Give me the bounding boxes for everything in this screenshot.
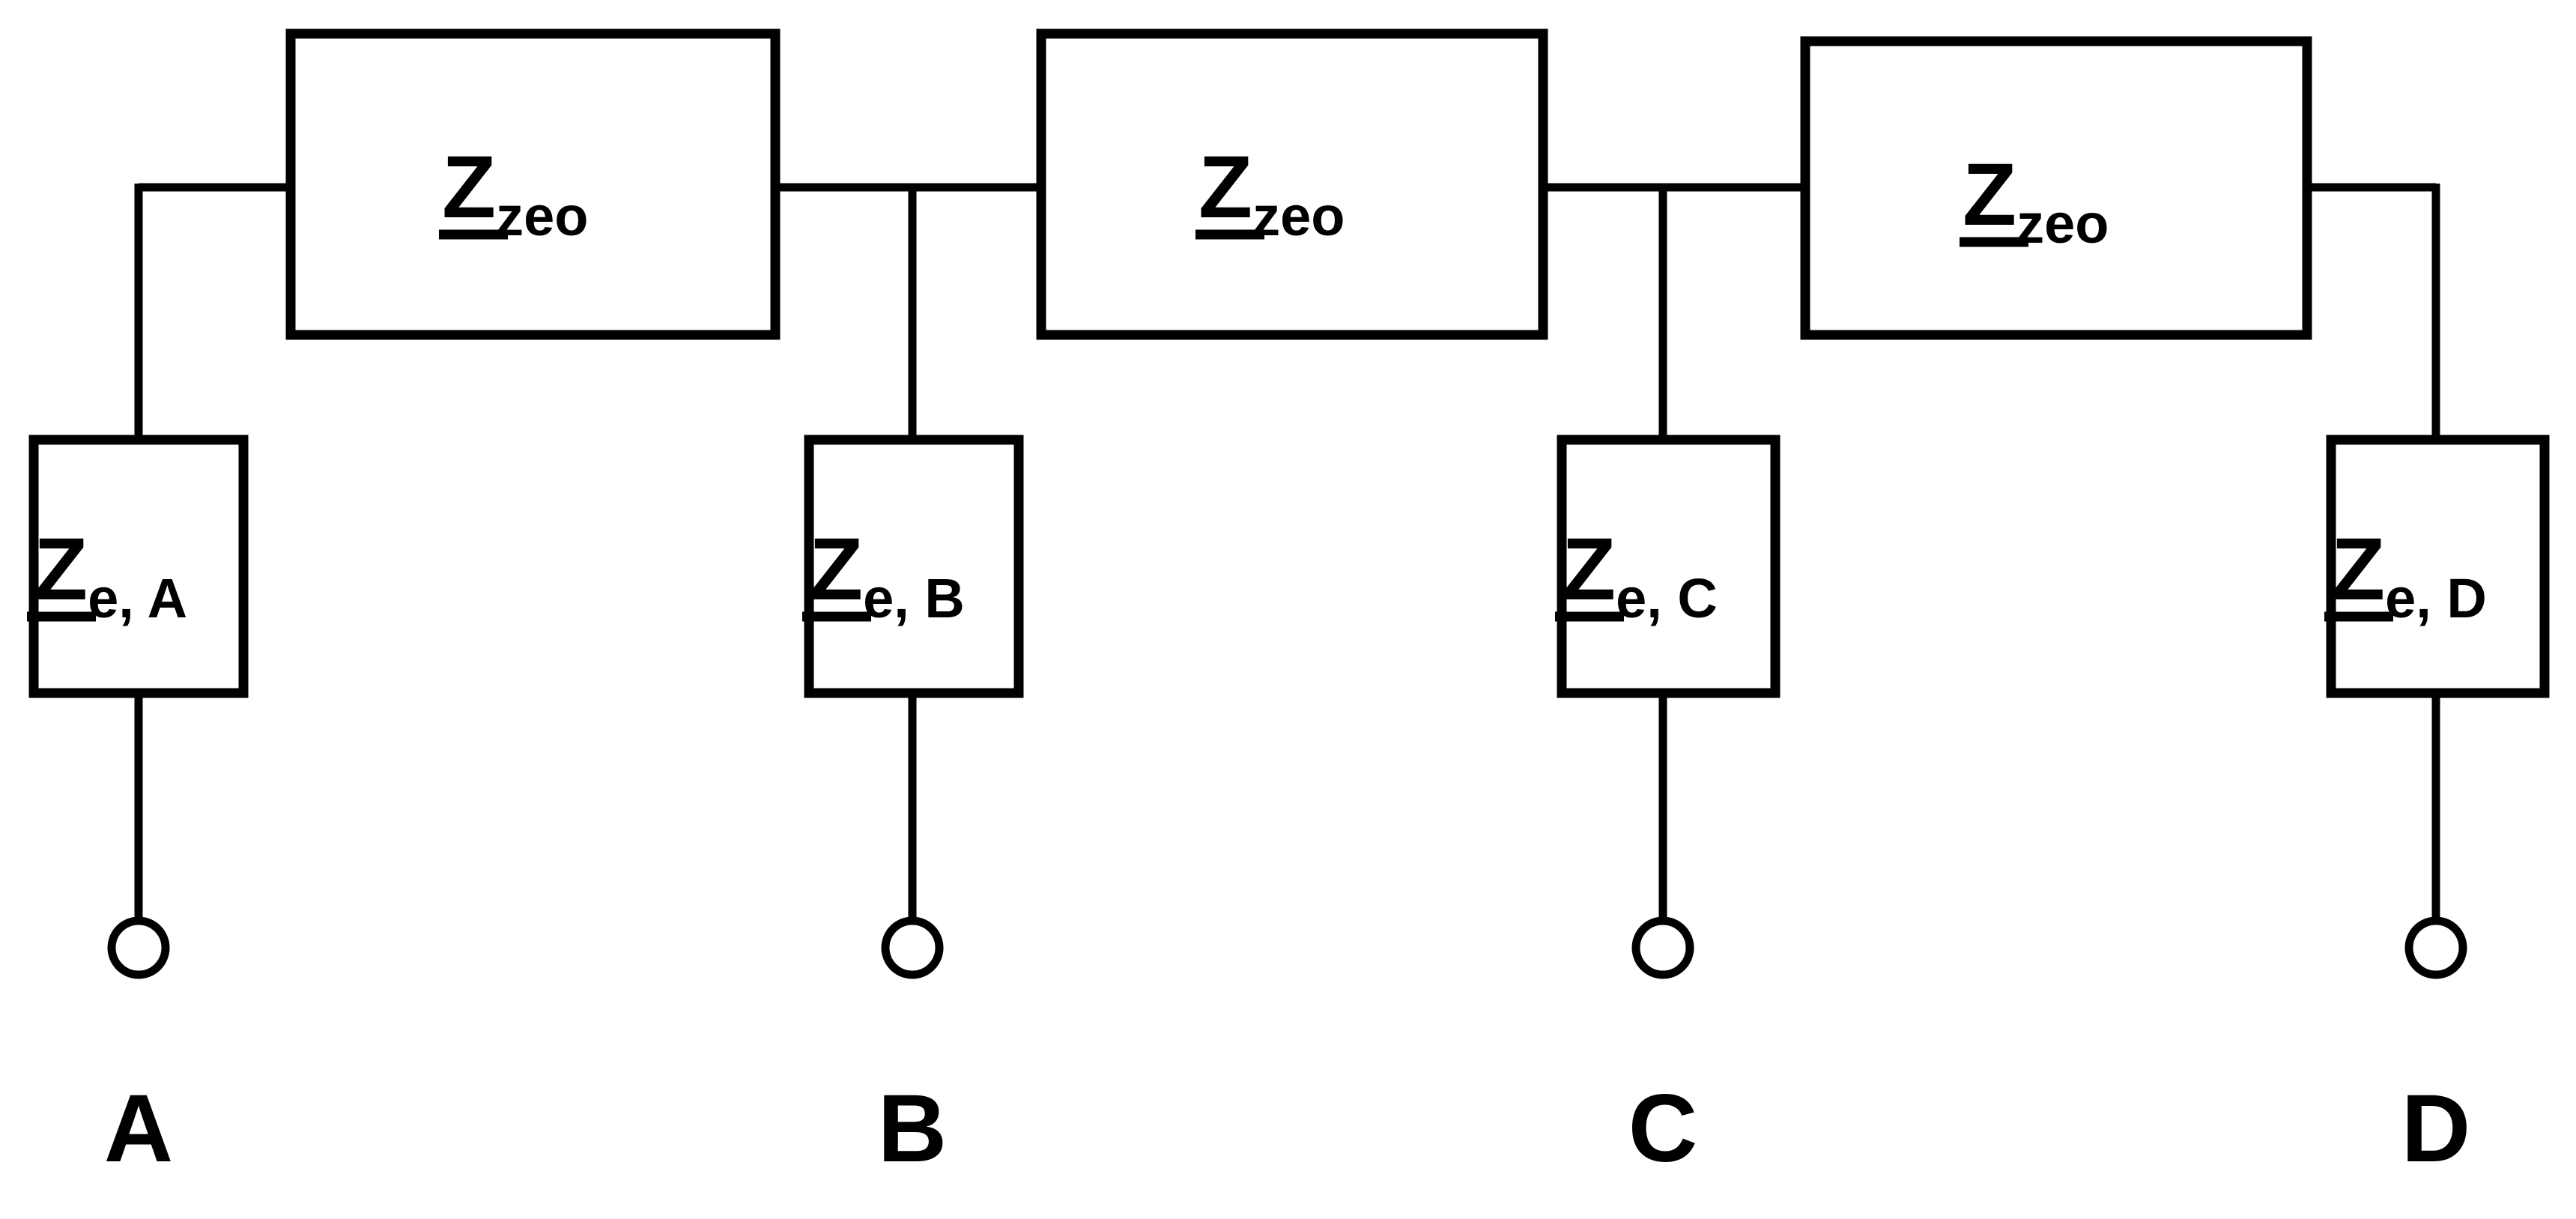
shunt-symbol: Z (809, 520, 863, 619)
shunt-symbol: Z (2331, 520, 2385, 619)
shunt-subscript: e, A (88, 567, 187, 629)
series-box-outline (1800, 36, 2312, 340)
shunt-label-d: Ze, D (2331, 520, 2487, 629)
terminal-label-b: B (878, 1075, 947, 1182)
shunt-label-b: Ze, B (809, 520, 965, 629)
terminal-label-group: A B C D (104, 1075, 2470, 1182)
shunt-label-c: Ze, C (1562, 520, 1718, 629)
series-impedance-group: Zzeo Zzeo Zzeo (285, 28, 2312, 340)
series-box-outline (285, 28, 781, 340)
series-label-1: Zzeo (442, 138, 588, 247)
series-label-2: Zzeo (1198, 138, 1345, 247)
shunt-impedance-ze-c[interactable]: Ze, C (1555, 435, 1781, 698)
series-impedance-zzeo-1[interactable]: Zzeo (285, 28, 781, 340)
wiring-layer (134, 183, 2440, 922)
shunt-box-outline (28, 435, 249, 698)
series-box-outline (1036, 28, 1548, 340)
series-symbol: Z (1198, 138, 1252, 237)
series-symbol: Z (1963, 145, 2016, 244)
shunt-subscript: e, C (1616, 567, 1718, 629)
series-impedance-zzeo-3[interactable]: Zzeo (1800, 36, 2312, 340)
shunt-impedance-ze-b[interactable]: Ze, B (802, 435, 1024, 698)
shunt-box-outline (804, 435, 1024, 698)
terminal-label-c: C (1628, 1075, 1697, 1182)
terminal-circle-d[interactable] (2404, 916, 2467, 979)
shunt-impedance-ze-d[interactable]: Ze, D (2324, 435, 2550, 698)
terminal-circle-b[interactable] (881, 916, 944, 979)
shunt-box-outline (2326, 435, 2550, 698)
series-subscript: zeo (2016, 193, 2109, 255)
terminal-label-d: D (2401, 1075, 2470, 1182)
shunt-label-a: Ze, A (34, 520, 187, 629)
series-symbol: Z (442, 138, 496, 237)
shunt-box-outline (1557, 435, 1781, 698)
series-subscript: zeo (496, 185, 588, 247)
shunt-subscript: e, B (863, 567, 965, 629)
series-label-3: Zzeo (1963, 145, 2109, 255)
shunt-symbol: Z (1562, 520, 1616, 619)
shunt-impedance-ze-a[interactable]: Ze, A (27, 435, 249, 698)
terminal-label-a: A (104, 1075, 173, 1182)
terminal-circle-group (107, 916, 2467, 979)
shunt-impedance-group: Ze, A Ze, B Ze, C (27, 435, 2550, 698)
series-impedance-zzeo-2[interactable]: Zzeo (1036, 28, 1548, 340)
shunt-symbol: Z (34, 520, 88, 619)
shunt-subscript: e, D (2385, 567, 2487, 629)
terminal-circle-c[interactable] (1631, 916, 1694, 979)
terminal-circle-a[interactable] (107, 916, 170, 979)
series-subscript: zeo (1252, 185, 1345, 247)
